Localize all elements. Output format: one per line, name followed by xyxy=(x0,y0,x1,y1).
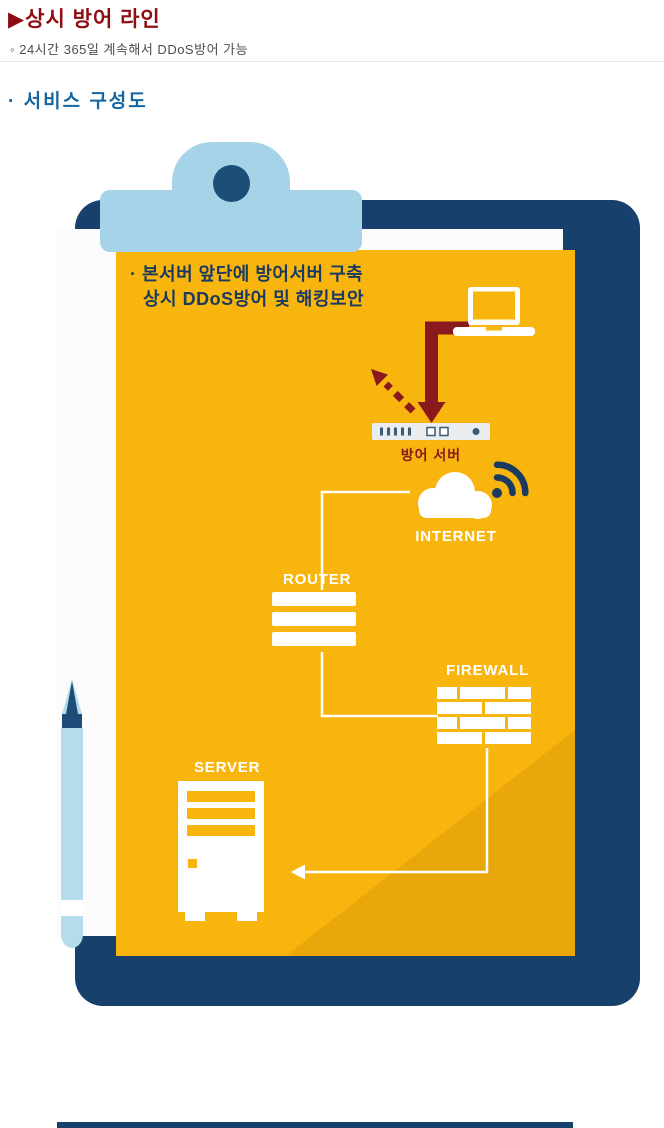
server-vent xyxy=(187,791,255,802)
router-bar xyxy=(272,632,356,646)
diagram-note: · 본서버 앞단에 방어서버 구축 상시 DDoS방어 및 해킹보안 xyxy=(130,262,364,312)
router-label: ROUTER xyxy=(283,571,352,588)
server-label: SERVER xyxy=(194,759,261,776)
internet-label: INTERNET xyxy=(415,528,497,545)
connection-lines xyxy=(303,490,489,874)
firewall-label: FIREWALL xyxy=(446,662,530,679)
clipboard-clip-hole xyxy=(213,165,250,202)
firewall-icon xyxy=(437,687,531,744)
router-bar xyxy=(272,612,356,626)
server-vent xyxy=(187,825,255,836)
laptop-icon xyxy=(453,287,535,336)
next-section-top-edge xyxy=(57,1122,573,1128)
diagram-note-line2: 상시 DDoS방어 및 해킹보안 xyxy=(143,289,365,309)
header-note: ◦ 24시간 365일 계속해서 DDoS방어 가능 xyxy=(10,42,249,57)
header-divider xyxy=(0,61,664,62)
router-bar xyxy=(272,592,356,606)
wifi-icon xyxy=(492,461,529,498)
internet-cloud-icon xyxy=(418,472,492,519)
pen-icon xyxy=(61,679,83,948)
page-title: ▶상시 방어 라인 xyxy=(8,8,161,31)
defense-server-label: 방어 서버 xyxy=(400,447,462,463)
server-foot xyxy=(237,912,257,921)
router-icon xyxy=(272,592,356,652)
section-title: · 서비스 구성도 xyxy=(8,91,148,112)
deflect-arrow xyxy=(371,369,416,414)
server-foot xyxy=(185,912,205,921)
diagram-note-line1: · 본서버 앞단에 방어서버 구축 xyxy=(130,264,364,284)
server-icon xyxy=(178,781,264,912)
server-arrowhead xyxy=(291,864,305,880)
server-vent xyxy=(187,808,255,819)
server-power-led xyxy=(188,859,197,868)
defense-server-icon xyxy=(372,423,490,440)
